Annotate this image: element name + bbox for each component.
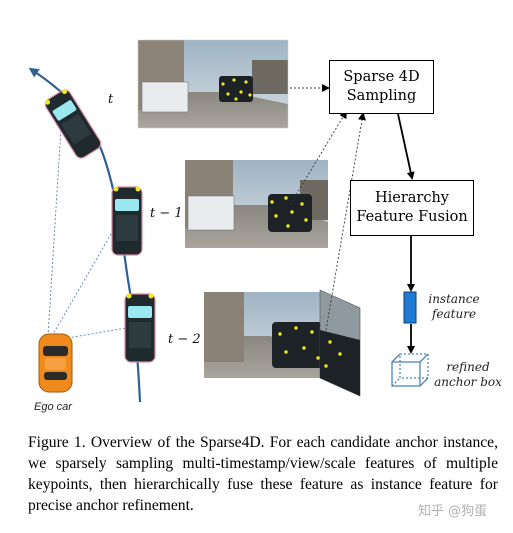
refined-label-line2: anchor box bbox=[434, 375, 502, 389]
figure-graphics bbox=[28, 39, 429, 403]
camera-frame-t1 bbox=[185, 160, 328, 248]
instance-label-line2: feature bbox=[431, 307, 477, 321]
time-label-t1: t − 1 bbox=[150, 206, 183, 221]
refined-anchor-box-icon bbox=[391, 353, 429, 387]
watermark: 知乎 @狗蛋 bbox=[418, 504, 488, 519]
sampling-line2: Sampling bbox=[346, 88, 417, 104]
sparse4d-sampling-box: Sparse 4D Sampling bbox=[329, 60, 434, 114]
fusion-line2: Feature Fusion bbox=[356, 209, 468, 225]
sampling-line1: Sparse 4D bbox=[343, 69, 420, 85]
refined-label-line1: refined bbox=[446, 360, 490, 374]
figure: Sparse 4D Sampling Hierarchy Feature Fus… bbox=[28, 39, 506, 413]
time-label-t: t bbox=[108, 92, 114, 107]
ego-car-icon bbox=[38, 333, 73, 393]
time-label-t2: t − 2 bbox=[168, 332, 201, 347]
camera-frame-t2 bbox=[204, 289, 361, 397]
arrow-sampling-to-fusion bbox=[397, 113, 415, 180]
instance-label-line1: instance bbox=[428, 292, 480, 306]
car-t2-icon bbox=[124, 293, 156, 363]
car-t1-icon bbox=[111, 186, 143, 256]
car-t-icon bbox=[44, 89, 102, 159]
projection-lines bbox=[289, 84, 366, 331]
ego-sight-lines bbox=[47, 111, 127, 341]
instance-feature-label: instance feature bbox=[424, 292, 484, 322]
fusion-line1: Hierarchy bbox=[374, 190, 449, 206]
refined-anchor-label: refined anchor box bbox=[430, 360, 506, 390]
camera-frame-t bbox=[137, 39, 289, 129]
hierarchy-fusion-box: Hierarchy Feature Fusion bbox=[350, 180, 474, 236]
figure-caption: Figure 1. Overview of the Sparse4D. For … bbox=[28, 434, 498, 514]
instance-feature-bar bbox=[403, 291, 417, 324]
ego-car-label: Ego car bbox=[34, 401, 72, 413]
